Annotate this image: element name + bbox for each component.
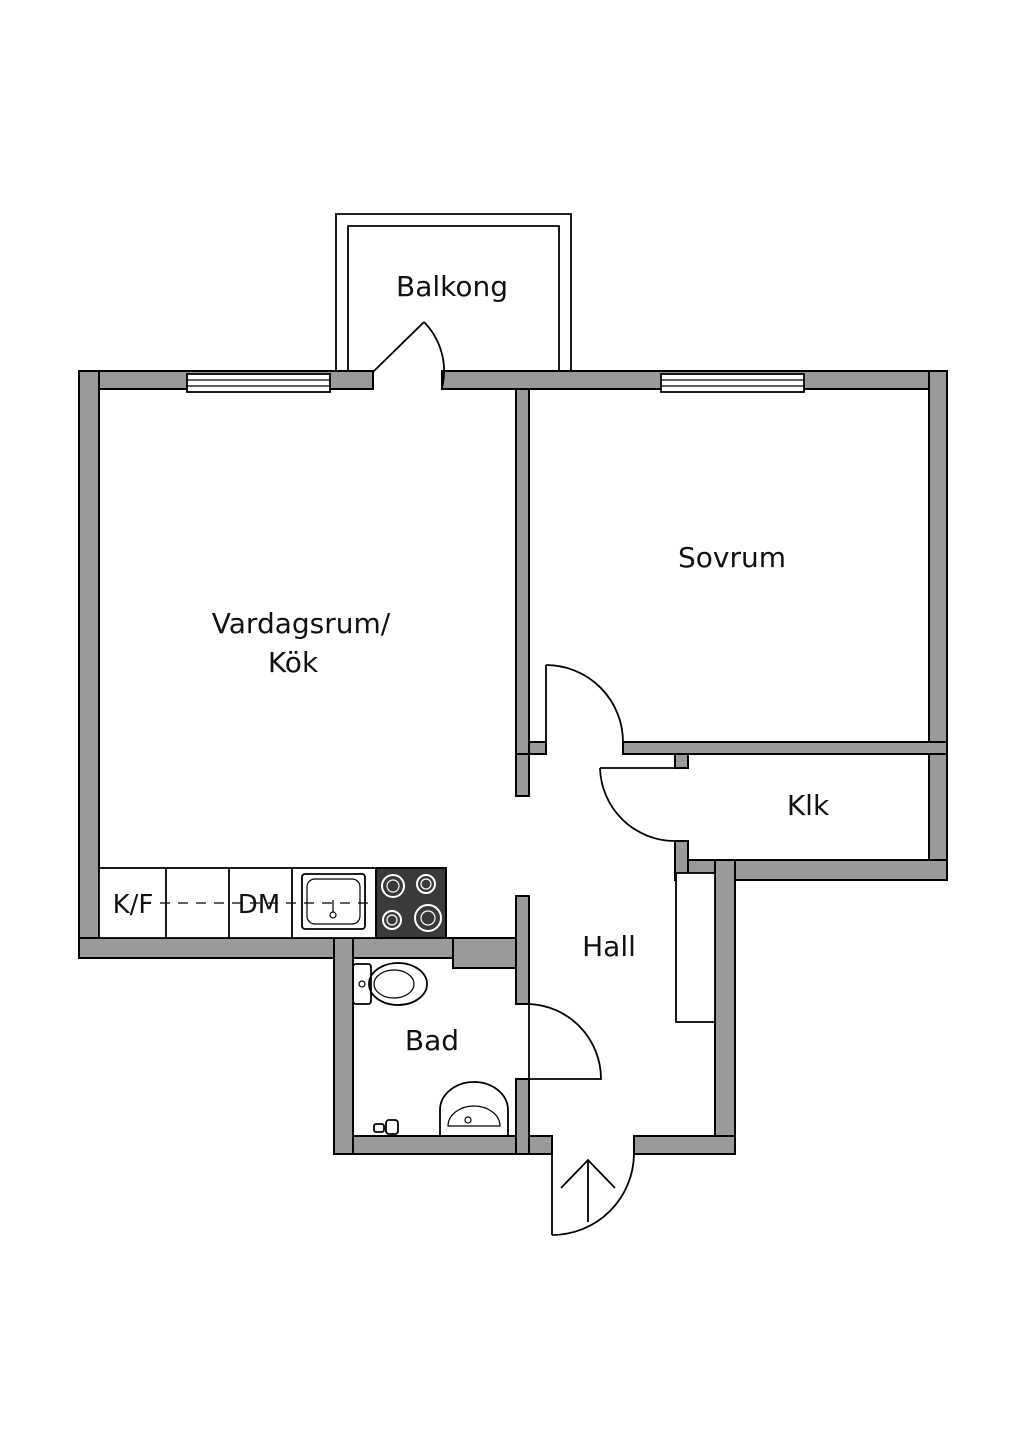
label-closet: Klk bbox=[787, 789, 830, 822]
label-bath: Bad bbox=[405, 1024, 459, 1057]
walls bbox=[78, 370, 948, 1155]
label-living-line1: Vardagsrum/ bbox=[212, 607, 391, 640]
window-living bbox=[186, 373, 331, 393]
door-entrance bbox=[551, 1153, 635, 1236]
stove bbox=[375, 867, 447, 939]
toilet bbox=[352, 962, 428, 1006]
door-balcony bbox=[372, 321, 445, 389]
label-living-line2: Kök bbox=[268, 646, 319, 679]
door-closet bbox=[599, 767, 676, 842]
label-balcony: Balkong bbox=[396, 270, 508, 303]
kitchen-sink bbox=[301, 873, 366, 930]
window-bedroom bbox=[660, 373, 805, 393]
floor-drain bbox=[373, 1119, 399, 1135]
hall-wardrobe bbox=[675, 872, 716, 1023]
bathroom-sink bbox=[439, 1081, 509, 1137]
label-fridge: K/F bbox=[113, 890, 154, 920]
door-bedroom bbox=[545, 664, 624, 743]
label-dishwasher: DM bbox=[238, 890, 280, 920]
label-bedroom: Sovrum bbox=[678, 541, 786, 574]
balcony bbox=[335, 213, 572, 372]
label-hall: Hall bbox=[582, 930, 636, 963]
door-bath bbox=[528, 1003, 602, 1080]
